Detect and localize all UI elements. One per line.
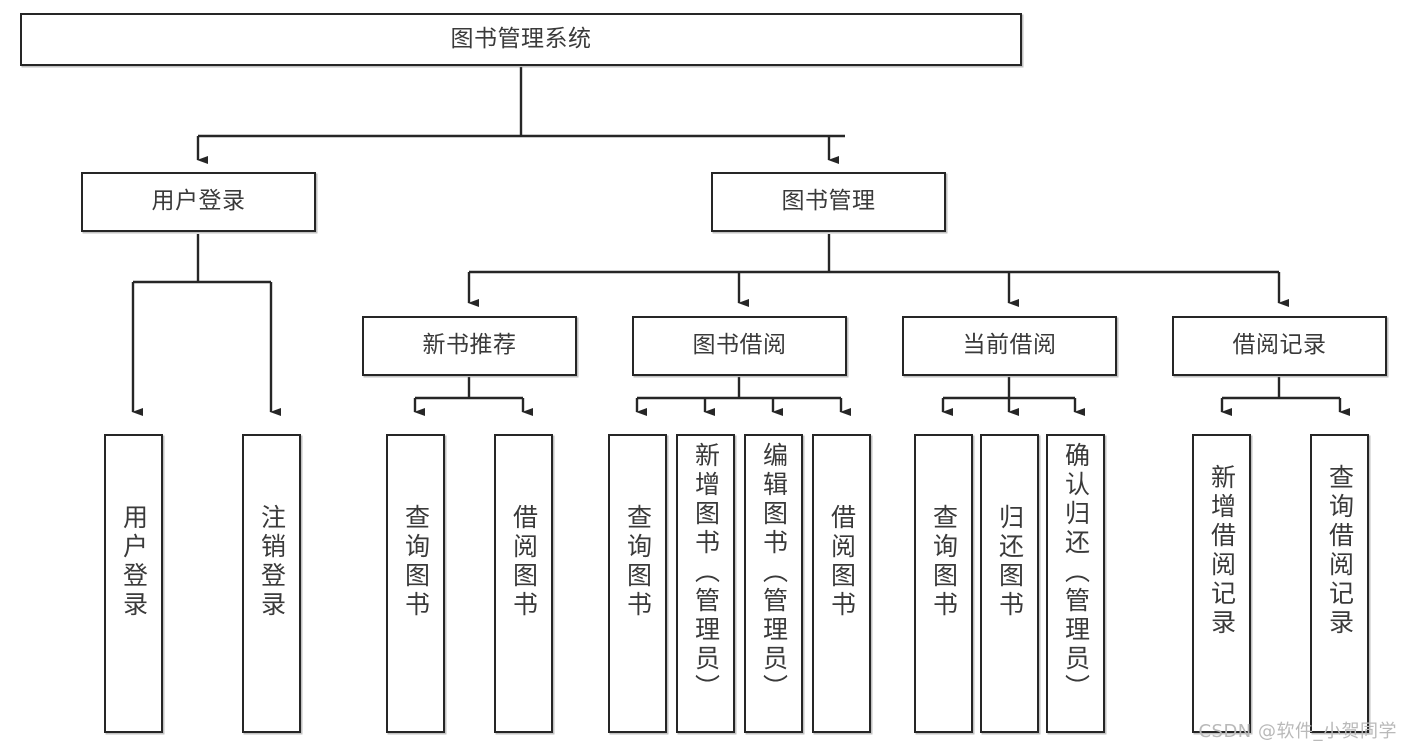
node-leaf-return-book-label: 归还图书 [995,504,1025,620]
node-leaf-logout-login[interactable]: 注销登录 [242,434,301,733]
node-leaf-query-record-label: 查询借阅记录 [1325,464,1355,638]
node-book-borrow-label: 图书借阅 [692,332,787,359]
node-leaf-query-record[interactable]: 查询借阅记录 [1310,434,1369,733]
node-book-borrow[interactable]: 图书借阅 [632,316,847,376]
node-leaf-query-book-3[interactable]: 查询图书 [914,434,973,733]
node-leaf-add-record-label: 新增借阅记录 [1207,464,1237,638]
watermark: CSDN @软件_小贺同学 [1198,721,1397,742]
node-leaf-query-book-1-label: 查询图书 [401,504,431,620]
node-current-borrow[interactable]: 当前借阅 [902,316,1117,376]
node-book-management[interactable]: 图书管理 [711,172,946,232]
node-leaf-user-login-label: 用户登录 [119,504,149,620]
node-root[interactable]: 图书管理系统 [20,13,1022,66]
node-leaf-user-login[interactable]: 用户登录 [104,434,163,733]
node-leaf-query-book-3-label: 查询图书 [929,504,959,620]
node-leaf-logout-login-label: 注销登录 [257,504,287,620]
node-leaf-borrow-book-1-label: 借阅图书 [509,504,539,620]
node-leaf-query-book-2[interactable]: 查询图书 [608,434,667,733]
node-new-book-recommend-label: 新书推荐 [422,332,517,359]
node-leaf-confirm-return-label: 确认归还（管理员） [1061,442,1091,703]
node-leaf-borrow-book-2[interactable]: 借阅图书 [812,434,871,733]
node-user-login-label: 用户登录 [151,188,246,215]
node-leaf-add-record[interactable]: 新增借阅记录 [1192,434,1251,733]
node-book-management-label: 图书管理 [781,188,876,215]
node-leaf-add-book[interactable]: 新增图书（管理员） [676,434,735,733]
node-user-login[interactable]: 用户登录 [81,172,316,232]
node-new-book-recommend[interactable]: 新书推荐 [362,316,577,376]
node-leaf-add-book-label: 新增图书（管理员） [691,442,721,703]
node-leaf-confirm-return[interactable]: 确认归还（管理员） [1046,434,1105,733]
node-leaf-query-book-1[interactable]: 查询图书 [386,434,445,733]
node-borrow-record-label: 借阅记录 [1232,332,1327,359]
node-root-label: 图书管理系统 [450,25,592,52]
node-current-borrow-label: 当前借阅 [962,332,1057,359]
node-borrow-record[interactable]: 借阅记录 [1172,316,1387,376]
node-leaf-edit-book-label: 编辑图书（管理员） [759,442,789,703]
node-leaf-return-book[interactable]: 归还图书 [980,434,1039,733]
node-leaf-borrow-book-1[interactable]: 借阅图书 [494,434,553,733]
node-leaf-borrow-book-2-label: 借阅图书 [827,504,857,620]
node-leaf-query-book-2-label: 查询图书 [623,504,653,620]
node-leaf-edit-book[interactable]: 编辑图书（管理员） [744,434,803,733]
